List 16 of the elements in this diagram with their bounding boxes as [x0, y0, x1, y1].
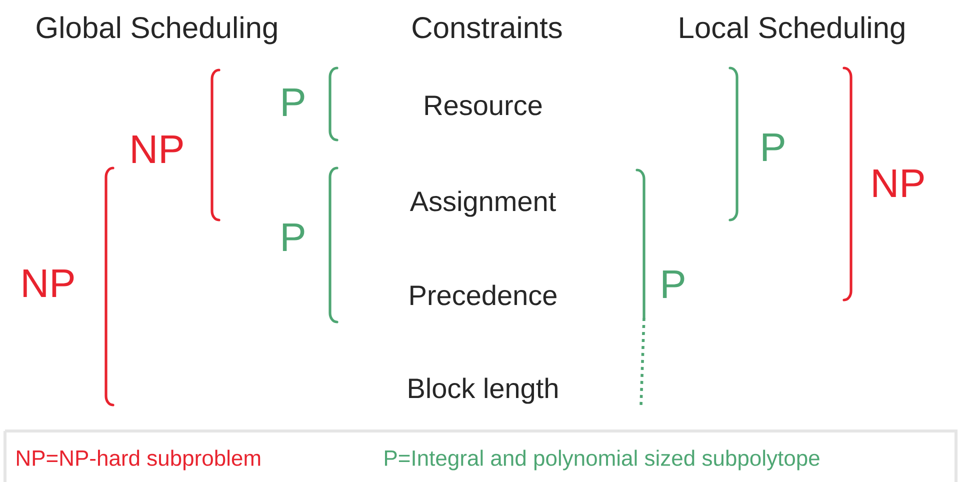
constraint-label: Assignment: [410, 190, 556, 217]
constraint-label: Precedence: [410, 284, 556, 306]
column-heading: Global Scheduling: [36, 16, 277, 44]
column-heading: Local Scheduling: [680, 16, 904, 44]
complexity-label: P: [282, 88, 304, 116]
complexity-label: NP: [874, 170, 924, 197]
constraint-label: Block length: [409, 378, 558, 404]
complexity-label: NP: [132, 136, 183, 163]
complexity-label: P: [662, 270, 684, 298]
legend-entry: P=Integral and polynomial sized subpolytope: [385, 450, 820, 470]
complexity-label: NP: [24, 270, 74, 297]
legend-entry: NP=NP-hard subproblem: [17, 450, 260, 470]
constraint-label: Resource: [425, 96, 542, 116]
column-heading: Constraints: [412, 16, 562, 38]
complexity-label: P: [762, 134, 784, 161]
complexity-label: P: [282, 224, 304, 251]
